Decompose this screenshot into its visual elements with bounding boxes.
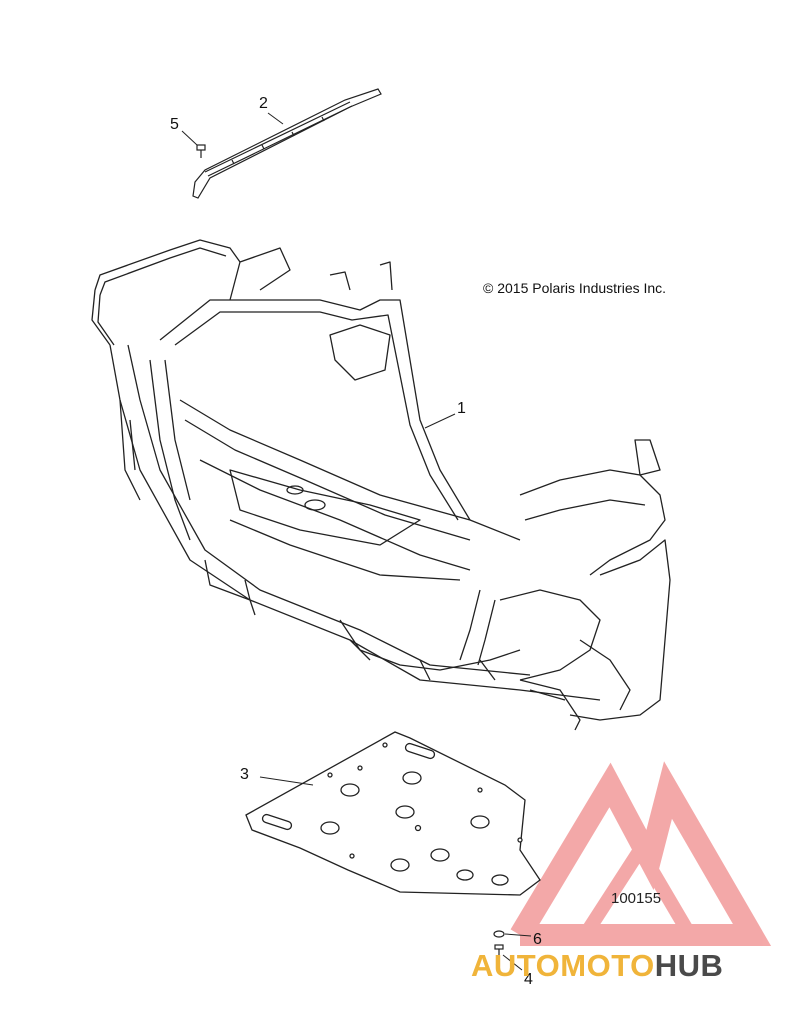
part-6-washer <box>493 930 505 938</box>
watermark-moto: MOTO <box>560 948 655 983</box>
callout-6: 6 <box>533 931 542 948</box>
callout-5: 5 <box>170 116 179 133</box>
callout-3: 3 <box>240 766 249 783</box>
callout-1: 1 <box>457 400 466 417</box>
part-3-skid-plate <box>245 731 541 896</box>
copyright-notice: © 2015 Polaris Industries Inc. <box>483 280 667 296</box>
callout-4: 4 <box>524 971 533 988</box>
watermark-hub: HUB <box>654 948 724 983</box>
callout-2: 2 <box>259 95 268 112</box>
part-2-rail <box>192 88 382 199</box>
part-5-bolt <box>196 144 206 158</box>
part-4-screw <box>494 944 504 958</box>
leader-lines <box>181 112 532 971</box>
watermark-auto: AUTO <box>471 948 561 983</box>
part-1-frame <box>91 239 671 731</box>
reference-number: 100155 <box>611 890 662 907</box>
watermark-text: AUTOMOTOHUB <box>471 948 723 984</box>
watermark-logo <box>510 761 772 946</box>
